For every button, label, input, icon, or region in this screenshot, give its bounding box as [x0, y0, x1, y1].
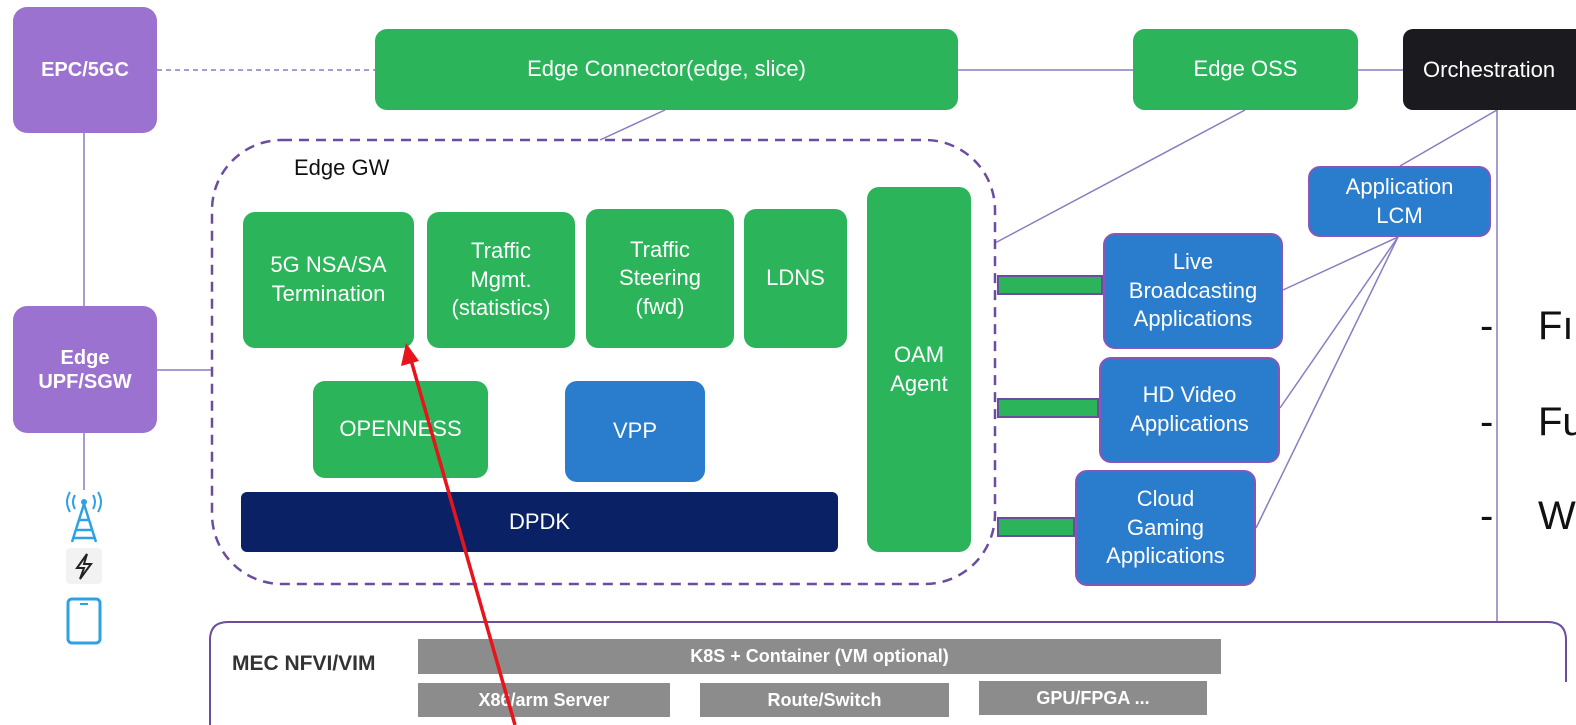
- openness-box: OPENNESS: [313, 381, 488, 478]
- edge-connector-box: Edge Connector(edge, slice): [375, 29, 958, 110]
- cloud-gaming-app-box: Cloud Gaming Applications: [1075, 470, 1256, 586]
- bullet-dash-2: -: [1480, 400, 1494, 444]
- lightning-icon: [66, 548, 102, 584]
- traffic-mgmt-box: Traffic Mgmt. (statistics): [427, 212, 575, 348]
- hd-video-app-box: HD Video Applications: [1099, 357, 1280, 463]
- oam-agent-box: OAM Agent: [867, 187, 971, 552]
- nsa-sa-termination-box: 5G NSA/SA Termination: [243, 212, 414, 348]
- traffic-steering-label: Traffic Steering (fwd): [619, 236, 701, 319]
- orchestration-label: Orchestration: [1423, 56, 1556, 82]
- mobile-device-icon: [66, 597, 102, 645]
- k8s-container-box: K8S + Container (VM optional): [418, 639, 1221, 674]
- ldns-box: LDNS: [744, 209, 847, 348]
- live-broadcasting-app-box: Live Broadcasting Applications: [1103, 233, 1283, 349]
- cloud-gaming-link: [997, 517, 1075, 537]
- live-broadcasting-app-label: Live Broadcasting Applications: [1128, 249, 1258, 332]
- k8s-container-label: K8S + Container (VM optional): [690, 646, 949, 666]
- gpu-fpga-box: GPU/FPGA ...: [979, 681, 1207, 715]
- edge-gw-title: Edge GW: [294, 155, 390, 180]
- mec-nfvi-title: MEC NFVI/VIM: [232, 652, 376, 675]
- traffic-mgmt-label: Traffic Mgmt. (statistics): [451, 238, 551, 321]
- vpp-label: VPP: [612, 418, 658, 444]
- epc-5gc-label: EPC/5GC: [41, 59, 129, 81]
- orchestration-box: Orchestration: [1403, 29, 1576, 110]
- cloud-gaming-app-label: Cloud Gaming Applications: [1106, 486, 1225, 569]
- bullet-text-3: W: [1538, 494, 1576, 538]
- live-broadcast-link: [997, 275, 1103, 295]
- hd-video-app-label: HD Video Applications: [1130, 382, 1249, 436]
- x86-arm-server-box: X86/arm Server: [418, 683, 670, 717]
- edge-upf-sgw-label: Edge UPF/SGW: [38, 346, 132, 393]
- nsa-sa-termination-label: 5G NSA/SA Termination: [270, 252, 387, 306]
- bullet-dash-1: -: [1480, 304, 1494, 348]
- traffic-steering-box: Traffic Steering (fwd): [586, 209, 734, 348]
- x86-arm-server-label: X86/arm Server: [478, 689, 610, 710]
- oam-agent-label: OAM Agent: [890, 341, 948, 396]
- antenna-tower-icon: [66, 491, 102, 543]
- bullet-dash-3: -: [1480, 494, 1494, 538]
- edge-upf-sgw-box: Edge UPF/SGW: [13, 306, 157, 433]
- epc-5gc-box: EPC/5GC: [13, 7, 157, 133]
- ldns-label: LDNS: [766, 265, 825, 291]
- dpdk-label: DPDK: [508, 509, 571, 534]
- route-switch-label: Route/Switch: [767, 689, 882, 710]
- gpu-fpga-label: GPU/FPGA ...: [1036, 687, 1150, 708]
- application-lcm-label: Application LCM: [1345, 173, 1454, 228]
- bullet-text-1: Fı: [1538, 304, 1574, 348]
- edge-connector-label: Edge Connector(edge, slice): [527, 56, 806, 82]
- route-switch-box: Route/Switch: [700, 683, 949, 717]
- hd-video-link: [997, 398, 1099, 418]
- bullet-text-2: Fu: [1538, 400, 1576, 444]
- openness-label: OPENNESS: [339, 416, 462, 442]
- edge-oss-label: Edge OSS: [1193, 56, 1298, 82]
- edge-oss-box: Edge OSS: [1133, 29, 1358, 110]
- application-lcm-box: Application LCM: [1308, 166, 1491, 237]
- dpdk-box: DPDK: [241, 492, 838, 552]
- vpp-box: VPP: [565, 381, 705, 482]
